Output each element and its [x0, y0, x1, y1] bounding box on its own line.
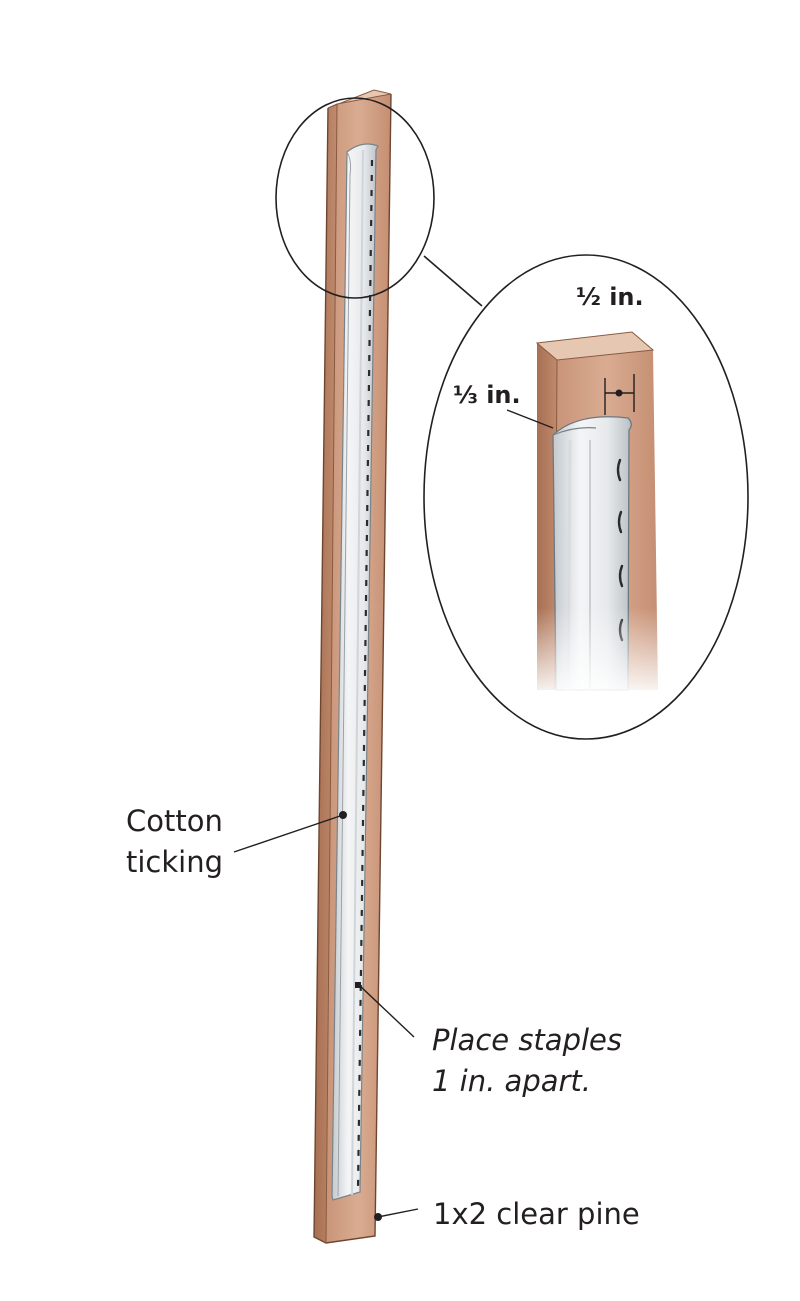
- cotton-ticking-label-line1: Cotton: [126, 804, 223, 838]
- half-inch-label: ½ in.: [576, 283, 644, 311]
- staple-line: [356, 159, 374, 1191]
- cotton-ticking-label-line2: ticking: [126, 845, 224, 879]
- staples-label-line2: 1 in. apart.: [432, 1064, 592, 1098]
- cotton-dot: [339, 811, 347, 819]
- third-inch-label: ⅓ in.: [453, 381, 521, 409]
- pine-leader: [377, 1208, 419, 1218]
- detail-oval: [423, 254, 749, 740]
- detail-callout-circle: [275, 97, 435, 299]
- strip-side-face: [314, 104, 337, 1243]
- cotton-leader: [233, 814, 344, 853]
- callout-connector: [423, 255, 483, 307]
- staples-dot: [355, 982, 361, 988]
- pine-label: 1x2 clear pine: [433, 1197, 640, 1231]
- pine-dot: [374, 1213, 382, 1221]
- staples-label-line1: Place staples: [432, 1023, 622, 1057]
- staples-leader: [358, 984, 415, 1038]
- cotton-ticking-strip: [331, 143, 379, 1201]
